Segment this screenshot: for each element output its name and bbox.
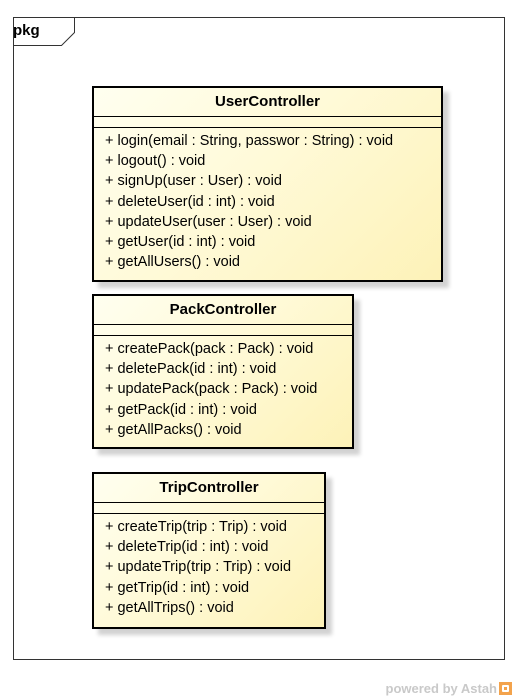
operation: + deletePack(id : int) : void [105, 361, 277, 378]
astah-logo-icon [499, 682, 512, 695]
operation: + updatePack(pack : Pack) : void [105, 381, 318, 398]
attributes-compartment [94, 117, 441, 128]
operation: + getUser(id : int) : void [105, 234, 256, 251]
operation: + deleteTrip(id : int) : void [105, 539, 269, 556]
package-tab [13, 17, 75, 46]
operation: + deleteUser(id : int) : void [105, 193, 275, 210]
watermark-text: powered by Astah [385, 681, 497, 696]
operation: + logout() : void [105, 153, 206, 170]
class-user-controller[interactable]: UserController + login(email : String, p… [92, 86, 443, 282]
operations-compartment: + createPack(pack : Pack) : void + delet… [94, 336, 352, 440]
operation: + getPack(id : int) : void [105, 401, 257, 418]
package-frame [13, 17, 505, 660]
class-name: UserController [94, 88, 441, 117]
class-name: TripController [94, 474, 324, 503]
class-trip-controller[interactable]: TripController + createTrip(trip : Trip)… [92, 472, 326, 629]
operation: + updateUser(user : User) : void [105, 213, 312, 230]
package-label: pkg [13, 22, 40, 39]
operation: + getAllTrips() : void [105, 599, 234, 616]
attributes-compartment [94, 325, 352, 336]
operation: + getAllPacks() : void [105, 421, 242, 438]
operation: + createPack(pack : Pack) : void [105, 341, 314, 357]
operation: + signUp(user : User) : void [105, 173, 282, 190]
operation: + login(email : String, passwor : String… [105, 133, 394, 149]
astah-watermark: powered by Astah [386, 681, 512, 696]
operations-compartment: + login(email : String, passwor : String… [94, 128, 441, 272]
operation: + getAllUsers() : void [105, 254, 240, 271]
operation: + getTrip(id : int) : void [105, 579, 250, 596]
class-name: PackController [94, 296, 352, 325]
operation: + createTrip(trip : Trip) : void [105, 519, 287, 535]
attributes-compartment [94, 503, 324, 514]
class-pack-controller[interactable]: PackController + createPack(pack : Pack)… [92, 294, 354, 449]
operations-compartment: + createTrip(trip : Trip) : void + delet… [94, 514, 324, 618]
operation: + updateTrip(trip : Trip) : void [105, 559, 292, 576]
